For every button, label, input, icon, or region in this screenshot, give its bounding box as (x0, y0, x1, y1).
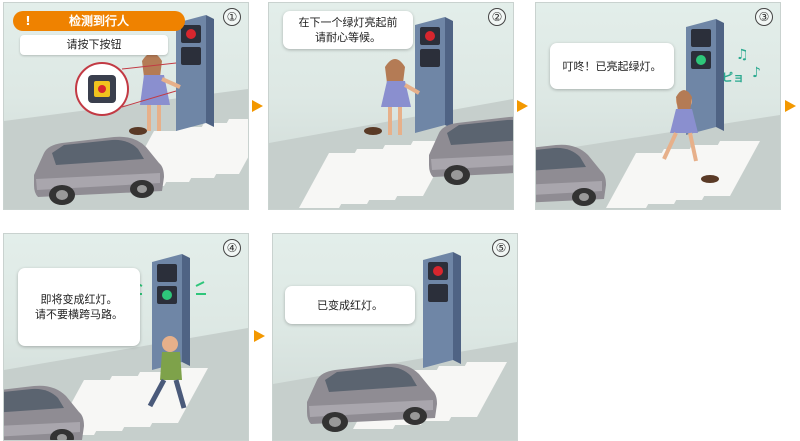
message-bubble: 在下一个绿灯亮起前 请耐心等候。 (283, 11, 413, 49)
message-text: 在下一个绿灯亮起前 请耐心等候。 (298, 16, 398, 44)
pedestrian-detected-banner: ! 检测到行人 (13, 11, 185, 31)
step-number: ① (223, 8, 241, 26)
instruction-label: 请按下按钮 (20, 35, 168, 55)
signal-post (152, 254, 190, 370)
scene-illustration (4, 254, 248, 440)
sound-effect-text: ピョ (722, 71, 744, 84)
message-bubble: 叮咚！已亮起绿灯。 (550, 43, 674, 89)
music-note-icon: ♫ (736, 47, 749, 63)
signal-post (686, 19, 724, 135)
scene-illustration (273, 252, 517, 440)
scene-illustration (4, 15, 248, 209)
panel-4: 即将变成红灯。 请不要横跨马路。 ④ (3, 233, 249, 441)
step-number: ③ (755, 8, 773, 26)
alert-title: 检测到行人 (69, 14, 130, 28)
message-text: 已变成红灯。 (317, 298, 383, 312)
alert-icon: ! (25, 14, 31, 28)
step-number: ④ (223, 239, 241, 257)
next-step-arrow (254, 330, 265, 342)
panel-5: 已变成红灯。 ⑤ (272, 233, 518, 441)
message-text: 即将变成红灯。 请不要横跨马路。 (35, 293, 123, 321)
step-number: ⑤ (492, 239, 510, 257)
message-bubble: 已变成红灯。 (285, 286, 415, 324)
panel-2: 在下一个绿灯亮起前 请耐心等候。 ② (268, 2, 514, 210)
step-number: ② (488, 8, 506, 26)
scene-illustration (269, 17, 513, 209)
signal-post (176, 15, 214, 131)
panel-1: ! 检测到行人 请按下按钮 ① (3, 2, 249, 210)
signal-post (415, 17, 453, 133)
next-step-arrow (517, 100, 528, 112)
next-step-arrow (252, 100, 263, 112)
music-note-icon: ♪ (752, 65, 761, 81)
panel-3: 叮咚！已亮起绿灯。 ♫ ♪ ピョ ③ (535, 2, 781, 210)
message-bubble: 即将变成红灯。 请不要横跨马路。 (18, 268, 140, 346)
next-step-arrow (785, 100, 796, 112)
scene-illustration (536, 19, 780, 209)
message-text: 叮咚！已亮起绿灯。 (562, 59, 662, 73)
signal-post (423, 252, 461, 368)
